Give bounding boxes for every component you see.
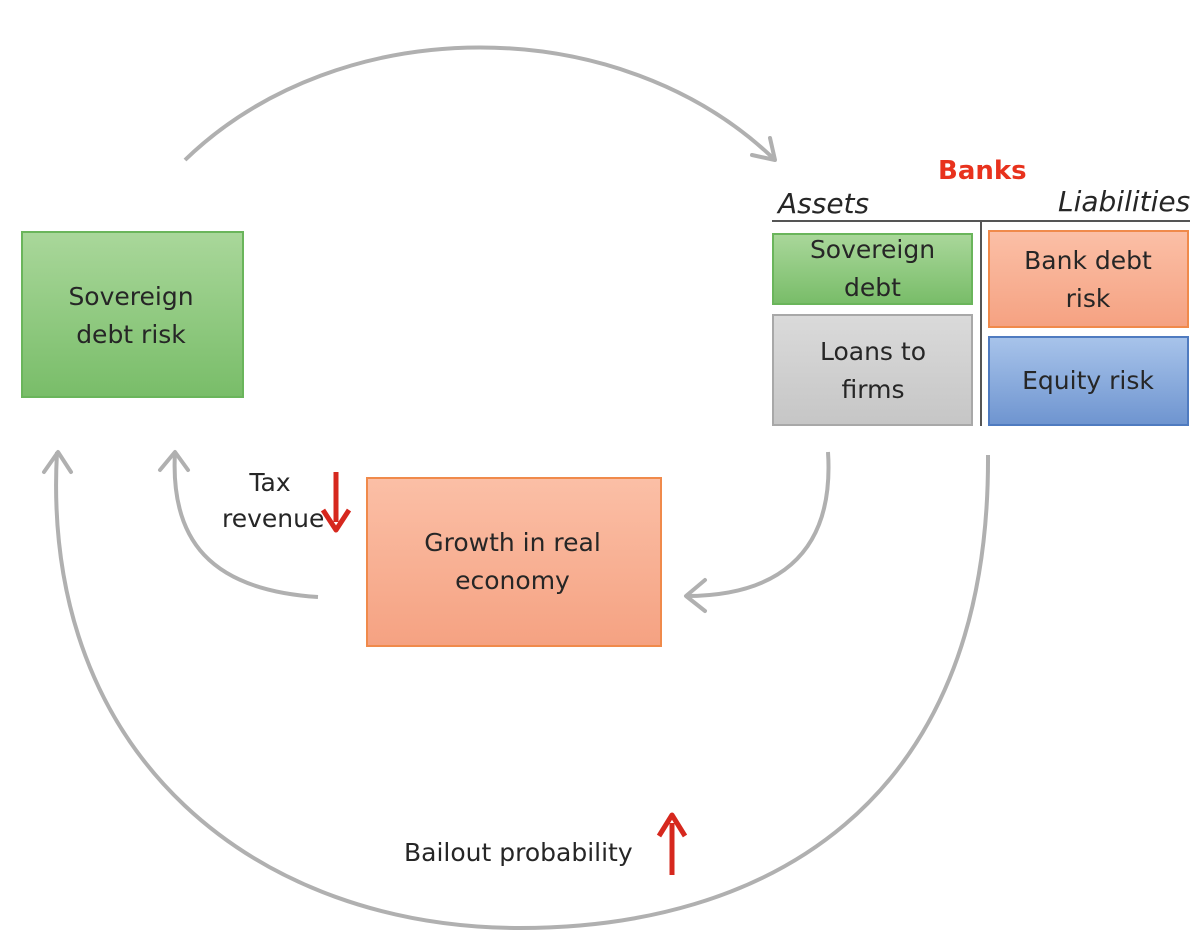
arrow-banks-to-sovereign-head [42, 450, 73, 474]
arrow-banks-to-sovereign [54, 451, 991, 931]
assets-heading: Assets [778, 187, 870, 220]
liabilities-heading: Liabilities [1058, 185, 1191, 218]
tax-revenue-label: Tax revenue [222, 465, 325, 537]
sovereign-debt-risk-line1: Sovereign [68, 282, 194, 311]
sovereign-debt-asset-line1: Sovereign [809, 235, 936, 264]
trend-up-icon [656, 812, 688, 875]
tax-revenue-line2: revenue [222, 504, 325, 533]
arrow-loans-to-growth [685, 451, 831, 598]
equity-risk-box [988, 336, 1189, 426]
loans-to-firms-line1: Loans to [819, 337, 927, 366]
sovereign-debt-risk-line2: debt risk [76, 320, 186, 349]
bank-debt-risk-box [988, 230, 1189, 328]
bank-debt-risk-line1: Bank debt [1024, 246, 1152, 275]
arrow-growth-to-sovereign-head [158, 450, 190, 472]
growth-box [366, 477, 662, 647]
bank-debt-risk-line2: risk [1065, 284, 1111, 313]
loans-to-firms-label: Loans to firms [800, 333, 946, 409]
growth-label: Growth in real economy [400, 524, 625, 600]
sovereign-debt-asset-label: Sovereign debt [772, 231, 973, 307]
equity-risk-label: Equity risk [1022, 366, 1154, 395]
tax-revenue-line1: Tax [249, 468, 291, 497]
bailout-probability-label: Bailout probability [404, 838, 633, 867]
arrow-loans-to-growth-head [684, 578, 707, 613]
loans-to-firms-box [772, 314, 973, 426]
growth-line1: Growth in real [424, 528, 601, 557]
arrow-sovereign-to-banks-head [750, 136, 777, 162]
balance-sheet-divider [980, 221, 982, 426]
sovereign-debt-asset-line2: debt [844, 273, 901, 302]
banks-title: Banks [938, 156, 1027, 186]
loans-to-firms-line2: firms [841, 375, 905, 404]
trend-down-icon [320, 472, 352, 533]
sovereign-debt-asset-box [772, 233, 973, 305]
arrow-growth-to-sovereign [172, 451, 319, 599]
bank-debt-risk-label: Bank debt risk [1010, 242, 1166, 318]
growth-line2: economy [455, 566, 570, 595]
sovereign-debt-risk-box [21, 231, 244, 398]
sovereign-debt-risk-label: Sovereign debt risk [55, 278, 207, 354]
arrow-sovereign-to-banks [183, 45, 777, 162]
